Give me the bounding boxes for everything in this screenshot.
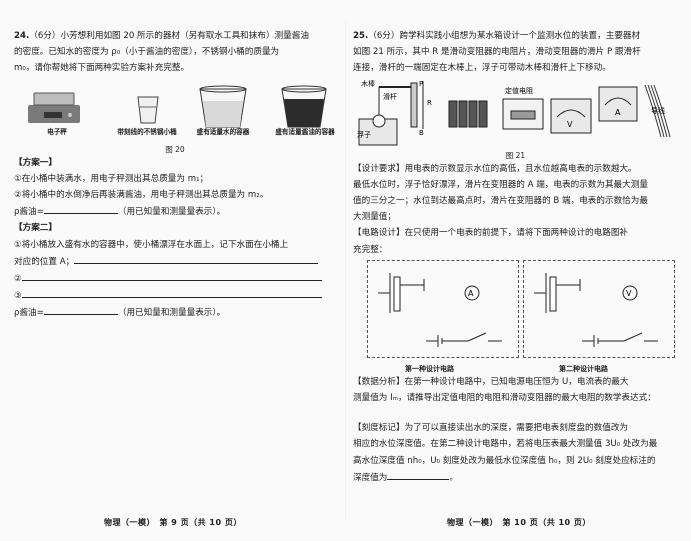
q24-text1: 小芳想利用如图 20 所示的器材（另有取水工具和抹布）测量酱油	[60, 31, 309, 41]
q25-text1: 跨学科实践小组想为某水箱设计一个监测水位的装置，主要器材	[399, 31, 641, 41]
figure-item-water-container: 盛有适量水的容器	[196, 127, 250, 136]
plan2-step1b-text: 对应的位置 A；	[14, 256, 75, 267]
circuit1-meter-label: A	[468, 289, 474, 298]
plan2-step1-blank[interactable]	[74, 253, 319, 264]
design-req-line3: 值的三分之一；水位到达最高点时，滑片在变阻器的 B 端，电表的示数恰为最	[353, 196, 648, 207]
soy-sauce-container-icon	[281, 85, 327, 128]
plan1-answer-blank[interactable]	[43, 203, 118, 215]
scale-line4: 深度值为 。	[353, 469, 678, 486]
plan1-step1: ①在小桶中装满水，用电子秤测出其总质量为 m₁；	[14, 173, 209, 184]
q24-number: 24.	[14, 31, 30, 41]
depth-answer-blank[interactable]	[387, 469, 450, 480]
label-resistor: 定值电阻	[505, 86, 533, 95]
wire-bundle-icon	[644, 84, 671, 137]
label-b: B	[419, 129, 424, 137]
plan2-result: ρ酱油= （用已知量和测量量表示）。	[14, 304, 336, 321]
svg-text:V: V	[567, 120, 573, 129]
plan2-step3-marker: ③	[14, 291, 22, 302]
label-wire: 导线	[651, 106, 665, 115]
right-page-footer: 物理（一模） 第 10 页（共 10 页）	[447, 518, 591, 527]
q25-line2: 如图 21 所示，其中 R 是滑动变阻器的电阻片，滑动变阻器的滑片 P 跟滑杆	[353, 47, 641, 58]
label-slider-bar: 滑杆	[383, 92, 397, 101]
circuit2-caption: 第二种设计电路	[559, 364, 608, 373]
circuit1-drawing: A	[378, 272, 502, 347]
design-req-line2: 最低水位时，浮子恰好漂浮，滑片在变阻器的 A 端，电表的示数为其最大测量	[353, 179, 648, 190]
left-page: 24.（6分）小芳想利用如图 20 所示的器材（另有取水工具和抹布）测量酱油 的…	[14, 28, 336, 322]
plan2-result-prefix: ρ酱油=	[14, 308, 44, 319]
ammeter-icon: A	[598, 86, 638, 122]
q25-line1: 25.（6分）跨学科实践小组想为某水箱设计一个监测水位的装置，主要器材	[353, 28, 678, 44]
svg-text:A: A	[615, 108, 621, 117]
scale-line4-end: 。	[449, 472, 458, 483]
plan2-answer-blank[interactable]	[43, 304, 118, 316]
steel-bucket-icon	[137, 96, 159, 124]
circuit1-box[interactable]: A	[367, 259, 519, 358]
circuit-design-line2: 充完整：	[353, 244, 388, 255]
plan2-result-suffix: （用已知量和测量量表示）。	[117, 308, 226, 319]
scale-line3: 高水位深度值 nh₀，U₀ 刻度处改为最低水位深度值 h₀，则 2U₀ 刻度处应…	[353, 455, 656, 466]
left-page-footer: 物理（一模） 第 9 页（共 10 页）	[104, 518, 242, 527]
plan1-result-suffix: （用已知量和测量量表示）。	[117, 207, 226, 218]
plan2-step3: ③	[14, 287, 336, 304]
plan1-result: ρ酱油= （用已知量和测量量表示）。	[14, 203, 336, 220]
circuit2-meter-label: V	[626, 289, 632, 298]
figure-item-scale: 电子秤	[47, 127, 67, 136]
plan1-result-prefix: ρ酱油=	[14, 207, 44, 218]
plan2-title: 【方案二】	[14, 223, 57, 234]
scale-line2: 相应的水位深度值。在第二种设计电路中，若将电压表最大测量值 3U₀ 处改为最	[353, 439, 658, 450]
plan2-step1a: ①将小桶放入盛有水的容器中，使小桶漂浮在水面上，记下水面在小桶上	[14, 239, 289, 250]
label-float: 浮子	[357, 130, 371, 139]
q24-line2: 的密度。已知水的密度为 ρ₀（小于酱油的密度），不锈钢小桶的质量为	[14, 47, 280, 58]
figure-20-drawing	[28, 85, 327, 128]
q25-number: 25.	[353, 31, 369, 41]
figure-21: 木棒 滑杆 P R A B 浮子 定值电阻	[353, 77, 678, 151]
data-analysis-answer-space[interactable]	[353, 406, 678, 420]
scale-line1: 【刻度标记】为了可以直接读出水的深度，需要把电表刻度盘的数值改为	[353, 423, 629, 434]
water-level-apparatus-icon	[358, 80, 424, 146]
figure-20: 电子秤 带刻线的不锈钢小桶 盛有适量水的容器 盛有适量酱油的容器	[14, 79, 336, 145]
figure-20-caption: 图 20	[165, 144, 185, 154]
data-analysis-line1: 【数据分析】在第一种设计电路中，已知电源电压恒为 U，电流表的最大	[353, 376, 629, 387]
circuit-design-line1: 【电路设计】在只使用一个电表的前提下，请将下面两种设计的电路图补	[353, 228, 629, 239]
water-container-icon	[199, 85, 247, 128]
battery-pack-icon	[448, 100, 488, 128]
fixed-resistor-icon	[502, 98, 544, 130]
plan2-step1b: 对应的位置 A；	[14, 253, 336, 270]
scale-line4-text: 深度值为	[353, 472, 388, 483]
label-wood: 木棒	[361, 79, 375, 88]
label-r: R	[427, 99, 432, 107]
circuit2-drawing: V	[534, 272, 658, 347]
plan2-step2-marker: ②	[14, 274, 22, 285]
q25-line3: 连接，滑杆的一端固定在木棒上，浮子可带动木棒和滑杆上下移动。	[353, 63, 611, 74]
page-divider	[345, 20, 346, 520]
right-page: 25.（6分）跨学科实践小组想为某水箱设计一个监测水位的装置，主要器材 如图 2…	[353, 28, 678, 486]
electronic-scale-icon	[28, 92, 80, 123]
q24-score: （6分）	[29, 31, 61, 41]
circuit2-box[interactable]: V	[523, 259, 675, 358]
q24-line1: 24.（6分）小芳想利用如图 20 所示的器材（另有取水工具和抹布）测量酱油	[14, 28, 336, 44]
design-req-line1: 【设计要求】用电表的示数显示水位的高低，且水位越高电表的示数越大。	[353, 163, 637, 174]
figure-item-soy-container: 盛有适量酱油的容器	[275, 127, 335, 136]
plan1-title: 【方案一】	[14, 157, 57, 168]
circuit1-caption: 第一种设计电路	[405, 364, 454, 373]
figure-item-bucket: 带刻线的不锈钢小桶	[117, 127, 177, 136]
q24-line3: m₀，请你帮她将下面两种实验方案补充完整。	[14, 63, 190, 74]
figure-21-drawing: 木棒 滑杆 P R A B 浮子 定值电阻	[357, 79, 671, 146]
plan2-step3-blank[interactable]	[21, 287, 322, 299]
plan2-step2: ②	[14, 270, 336, 287]
voltmeter-icon: V	[550, 98, 592, 134]
plan2-step2-blank[interactable]	[21, 270, 322, 282]
label-p: P	[419, 80, 423, 88]
figure-21-caption: 图 21	[505, 150, 526, 160]
circuit-diagrams: A V	[353, 259, 678, 374]
data-analysis-line2: 测量值为 Iₘ，请推导出定值电阻的电阻和滑动变阻器的最大电阻的数学表达式：	[353, 393, 656, 404]
q25-score: （6分）	[368, 31, 400, 41]
design-req-line4: 大测量值；	[353, 212, 396, 223]
plan1-step2: ②将小桶中的水倒净后再装满酱油，用电子秤测出其总质量为 m₂。	[14, 190, 269, 201]
